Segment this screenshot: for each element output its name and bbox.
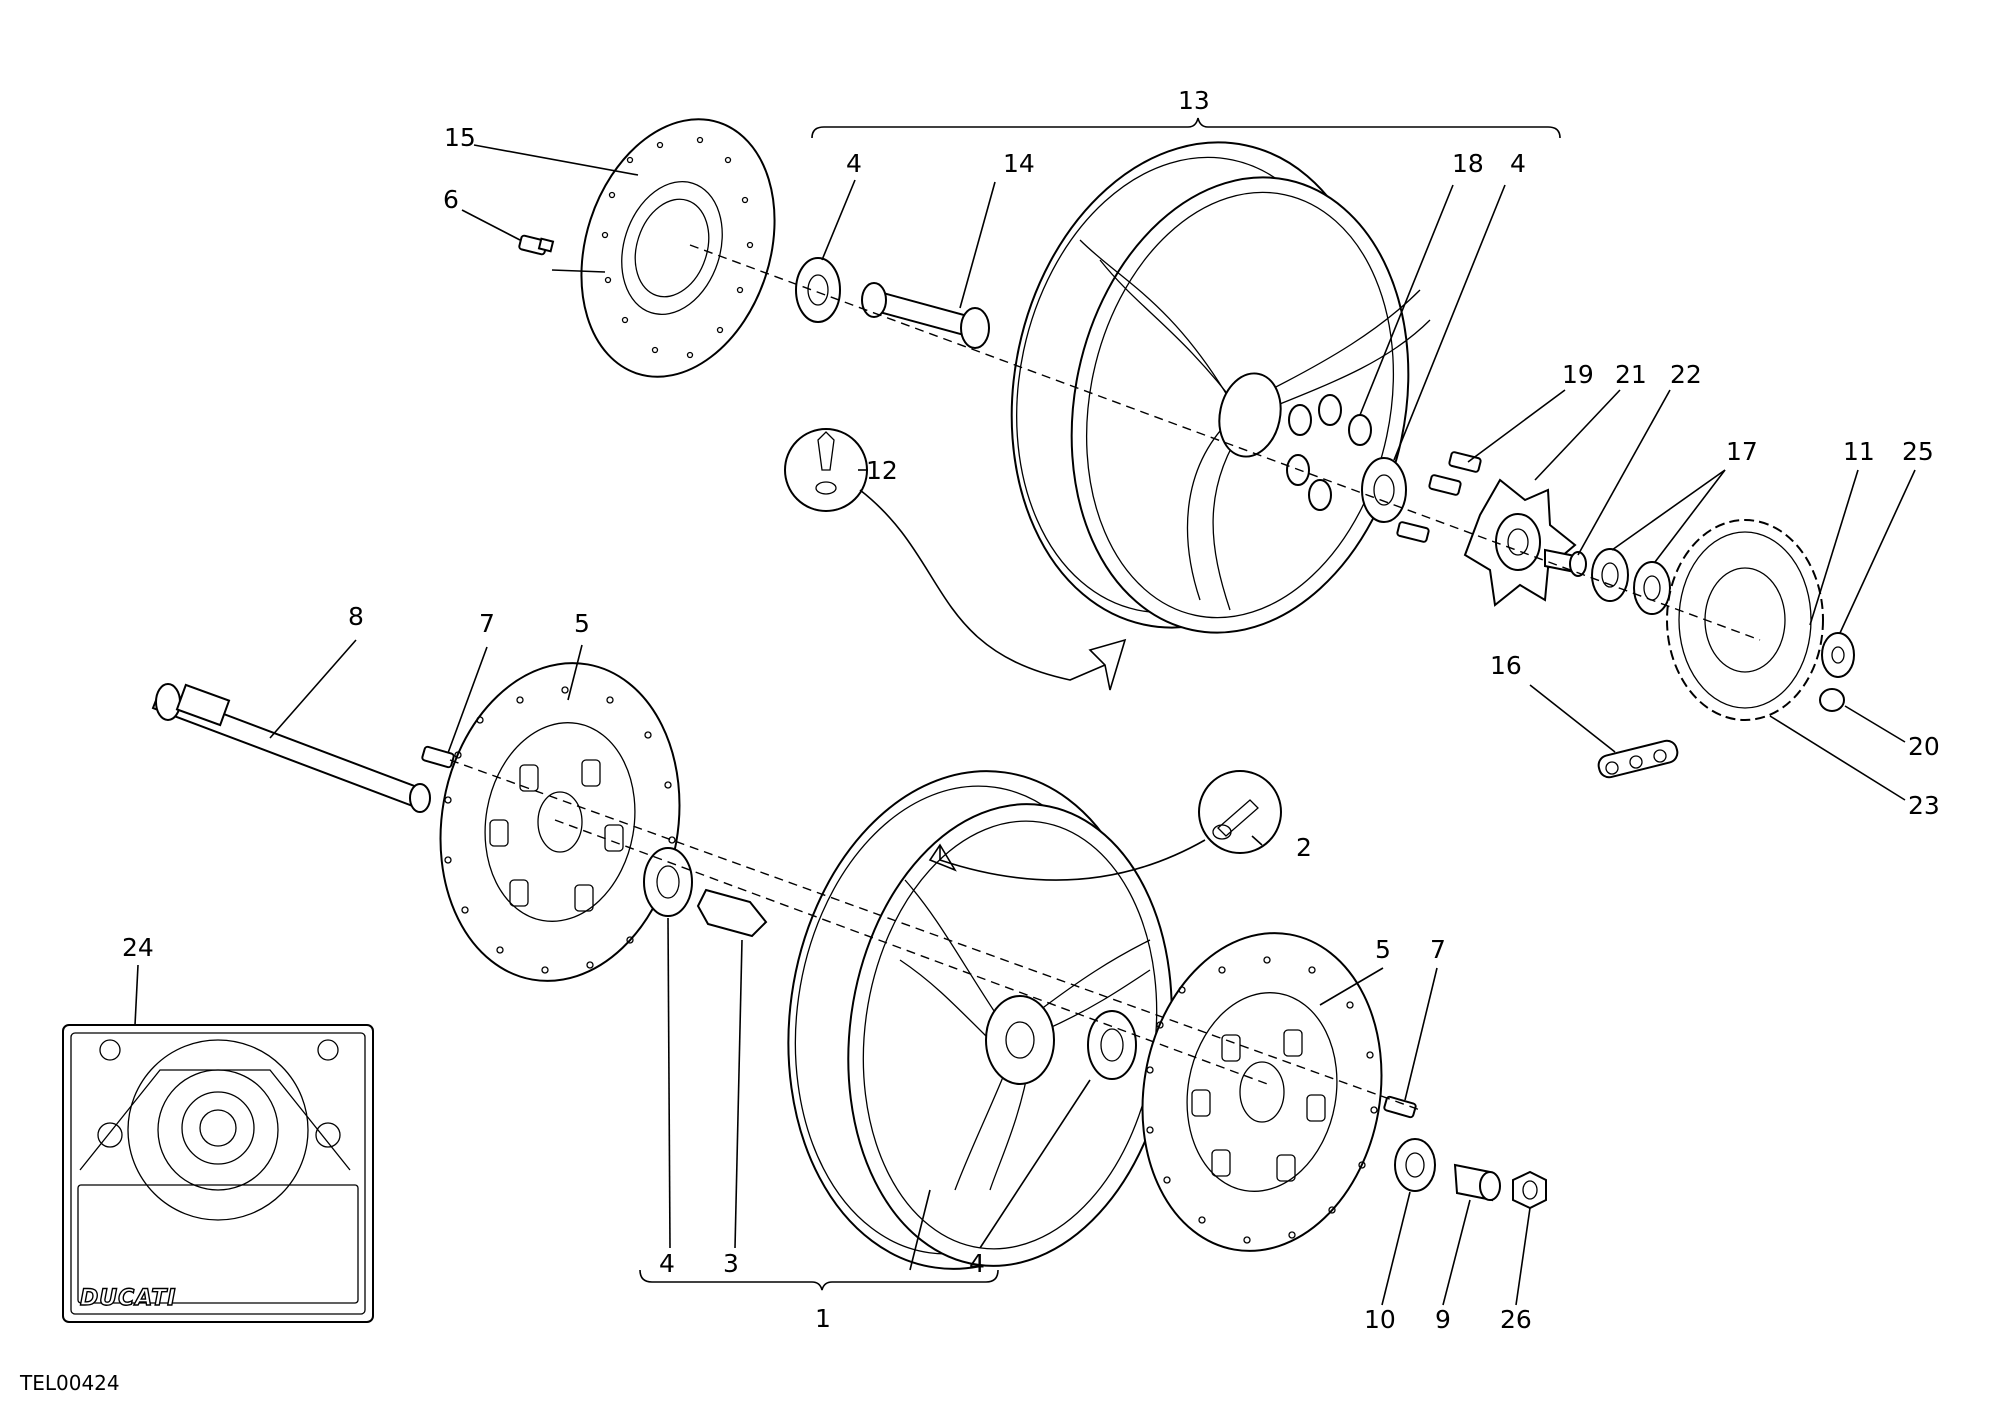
callout-18: 18 [1452,149,1484,178]
callout-11: 11 [1843,437,1875,466]
rear-brake-disc [580,118,776,378]
bearing-4-front-right [1087,1010,1137,1080]
callout-4: 4 [969,1249,985,1278]
callout-1: 1 [815,1304,831,1333]
callout-13: 13 [1178,86,1210,115]
front-axle-8 [151,683,431,813]
callout-6: 6 [443,185,459,214]
callout-19: 19 [1562,360,1594,389]
ducati-logo: DUCATI [80,1286,176,1311]
bearing-4-front-left [643,847,693,917]
rear-wheel-assembly [461,117,1916,801]
callout-5: 5 [574,609,590,638]
callout-14: 14 [1003,149,1035,178]
brace-13 [811,117,1561,139]
callout-23: 23 [1908,791,1940,820]
callout-4: 4 [1510,149,1526,178]
callout-16: 16 [1490,651,1522,680]
callout-4: 4 [659,1249,675,1278]
washer-25 [1821,632,1855,678]
callout-7: 7 [479,609,495,638]
front-brake-disc-right [1141,932,1383,1252]
hub-bushes-18 [1286,394,1372,511]
callout-5: 5 [1375,935,1391,964]
callout-21: 21 [1615,360,1647,389]
callout-7: 7 [1430,935,1446,964]
callout-26: 26 [1500,1305,1532,1334]
callout-4: 4 [846,149,862,178]
sprocket-studs-19 [1396,451,1482,543]
drawing-code: TEL00424 [19,1371,120,1395]
rear-spacer-14 [861,282,990,349]
bearing-4-rear-left [795,257,841,323]
rear-sprocket-23 [1666,519,1824,721]
front-wheel-rim [787,770,1173,1270]
front-wheel-assembly [151,639,1547,1306]
seal-10 [1394,1138,1436,1192]
callout-20: 20 [1908,732,1940,761]
callout-22: 22 [1670,360,1702,389]
spacer-3 [696,888,768,938]
bearing-4-rear-right [1361,457,1407,523]
carrier-spacer-22 [1544,548,1587,577]
callout-labels: 15 6 13 4 14 18 4 12 19 21 22 17 11 25 8… [19,86,1940,1395]
nut-20 [1819,688,1845,712]
disc-bolt-6 [518,234,555,256]
callout-17: 17 [1726,437,1758,466]
callout-2: 2 [1296,833,1312,862]
callout-9: 9 [1435,1305,1451,1334]
chain-link-16 [1597,739,1679,779]
callout-12: 12 [866,456,898,485]
sprocket-carrier-21 [1463,478,1577,607]
callout-10: 10 [1364,1305,1396,1334]
callout-8: 8 [348,602,364,631]
callout-3: 3 [723,1249,739,1278]
rear-leader-lines [461,144,1916,801]
disc-bolt-7-right [1383,1095,1417,1119]
sprocket-guide-24: DUCATI [62,964,374,1323]
callout-15: 15 [444,123,476,152]
axle-nut-26 [1512,1170,1547,1210]
spacer-9 [1453,1163,1501,1202]
callout-24: 24 [122,933,154,962]
front-leader-lines [269,639,1531,1306]
valve-detail-2 [928,770,1282,881]
rear-wheel-rim [1010,141,1431,634]
callout-25: 25 [1902,437,1934,466]
brace-1 [639,1269,999,1291]
